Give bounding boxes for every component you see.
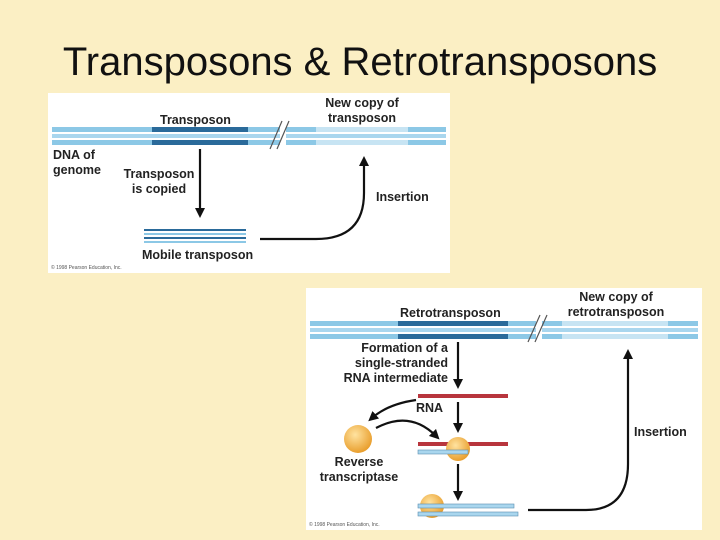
transposon-copied-label-line2: is copied [131, 182, 187, 196]
new-copy-label-line1: New copy of [325, 96, 399, 110]
genome-dna-right [286, 127, 446, 145]
genome-dna-left [52, 127, 280, 145]
reverse-transcriptase-enzyme [344, 425, 372, 453]
insertion-arrow [528, 349, 633, 512]
rna-to-enzyme-arrow [368, 398, 417, 422]
insertion-label: Insertion [376, 190, 429, 204]
copyright-credit: © 1998 Pearson Education, Inc. [51, 265, 122, 271]
transposon-copied-label-line1: Transposon [123, 167, 195, 181]
slide-title: Transposons & Retrotransposons [62, 40, 658, 84]
formation-label-line2: single-stranded [354, 356, 448, 370]
dna-of-genome-label-line1: DNA of [53, 148, 95, 162]
dna-of-genome-label-line2: genome [53, 163, 101, 177]
dna-break-mark [269, 120, 290, 150]
transposon-label: Transposon [160, 113, 231, 127]
rna-dna-hybrid [417, 437, 508, 461]
insertion-arrow [260, 156, 369, 241]
new-copy-label-line2: transposon [327, 111, 397, 125]
mobile-transposon-label: Mobile transposon [142, 248, 254, 262]
dna-break-mark [527, 314, 548, 343]
retrotransposon-diagram-graphic [310, 314, 698, 518]
formation-label-line3: RNA intermediate [343, 371, 448, 385]
formation-label-line1: Formation of a [361, 341, 448, 355]
genome-dna-right [542, 321, 698, 339]
reverse-transcriptase-label-line1: Reverse [334, 455, 384, 469]
new-copy-label-line2: retrotransposon [567, 305, 665, 319]
genome-dna-left [310, 321, 536, 339]
retrotransposon-diagram: Retrotransposon New copy of retrotranspo… [306, 288, 702, 530]
rna-strand [418, 394, 508, 398]
rna-label: RNA [416, 401, 444, 415]
retrotransposon-label: Retrotransposon [400, 306, 501, 320]
dna-copy [417, 494, 519, 518]
reverse-transcriptase-label-line2: transcriptase [319, 470, 399, 484]
copyright-credit: © 1998 Pearson Education, Inc. [309, 522, 380, 528]
transposon-diagram: Transposon New copy of transposon DNA of… [48, 93, 450, 273]
mobile-transposon-strands [144, 229, 246, 243]
transposon-diagram-graphic [52, 120, 446, 243]
enzyme-binding-arrow [375, 419, 440, 440]
new-copy-label-line1: New copy of [579, 290, 653, 304]
insertion-label: Insertion [634, 425, 687, 439]
